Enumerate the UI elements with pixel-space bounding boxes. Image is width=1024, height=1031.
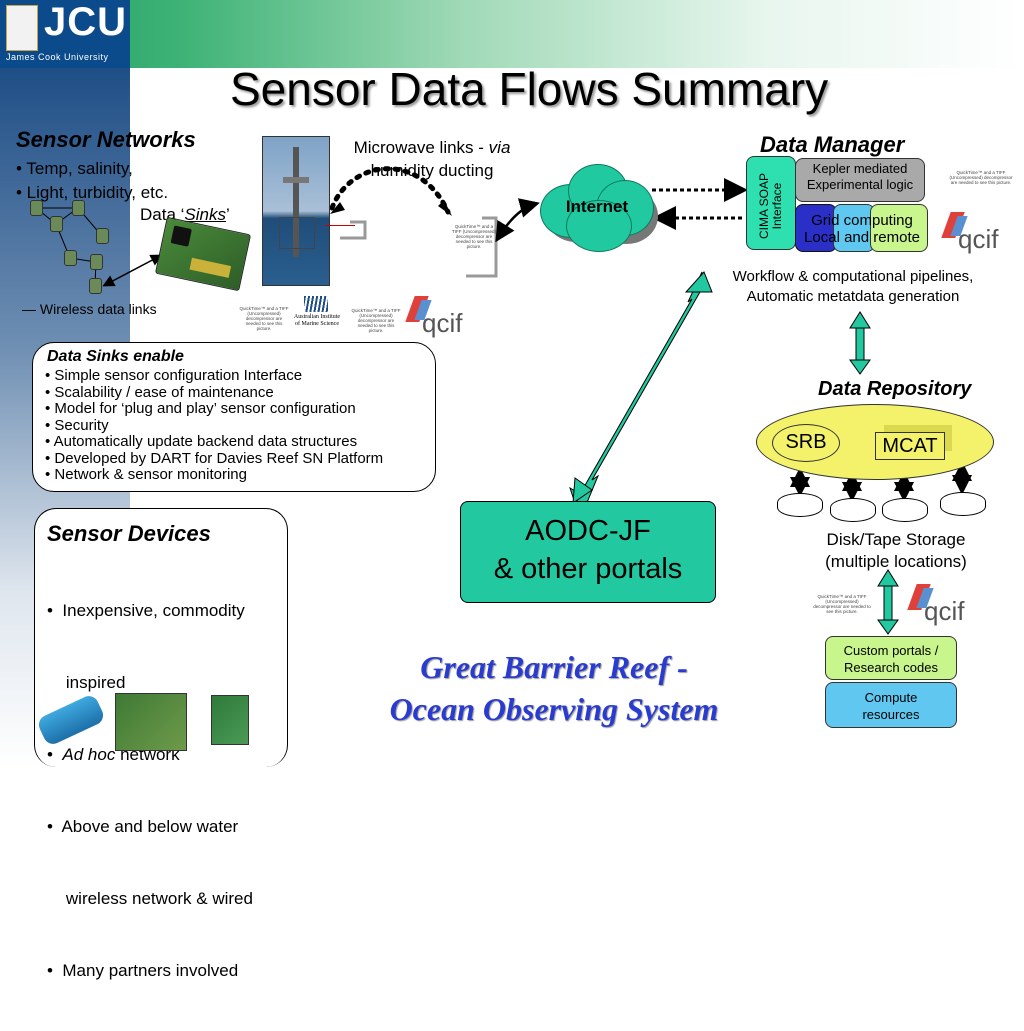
- list-item: inspired: [47, 673, 126, 692]
- sensor-mote-image: [115, 693, 187, 751]
- data-sinks-bullets: • Simple sensor configuration Interface …: [45, 367, 384, 484]
- sensor-node-icon: [96, 228, 109, 244]
- gbr-oos-title: Great Barrier Reef -Ocean Observing Syst…: [389, 649, 719, 727]
- internet-link: [495, 198, 540, 243]
- qcif-logo: qcif: [907, 582, 970, 632]
- sensor-networks-title: Sensor Networks: [16, 127, 196, 152]
- quicktime-placeholder: QuickTime™ and a TIFF (Uncompressed) dec…: [949, 170, 1013, 185]
- qcif-logo: qcif: [405, 294, 468, 344]
- small-board-image: [211, 695, 249, 745]
- internet-cloud: Internet: [536, 160, 660, 258]
- sensor-node-icon: [89, 278, 102, 294]
- crest-icon: [6, 5, 38, 51]
- disk-icon: [940, 492, 986, 516]
- list-item: • Developed by DART for Davies Reef SN P…: [45, 449, 384, 467]
- logo-subtext: James Cook University: [6, 52, 109, 62]
- mcat-node: MCAT: [875, 432, 945, 460]
- jcu-logo: JCU James Cook University: [0, 0, 130, 68]
- storage-portals-arrow: [877, 569, 899, 635]
- quicktime-placeholder: QuickTime™ and a TIFF (Uncompressed) dec…: [813, 594, 871, 614]
- kepler-box: Kepler mediated Experimental logic: [795, 158, 925, 202]
- header-gradient-band: [0, 0, 1024, 68]
- disk-arrows: [790, 461, 972, 502]
- internet-label: Internet: [565, 197, 629, 216]
- quicktime-placeholder: QuickTime™ and a TIFF (Uncompressed) dec…: [351, 308, 401, 333]
- sensor-devices-bullets: • Inexpensive, commodity inspired • Ad h…: [47, 551, 253, 1031]
- tower-pointer: [325, 225, 355, 226]
- bullet-light-turbidity: • Light, turbidity, etc.: [16, 183, 169, 202]
- data-manager-title: Data Manager: [760, 132, 905, 157]
- workflow-label: Workflow & computational pipelines, Auto…: [732, 268, 974, 305]
- grid-box-dark: [795, 204, 837, 252]
- quicktime-placeholder: QuickTime™ and a TIFF (Uncompressed) dec…: [452, 224, 497, 249]
- list-item: • Automatically update backend data stru…: [45, 433, 358, 450]
- storage-label: Disk/Tape Storage (multiple locations): [825, 530, 967, 571]
- aodc-portal-box: AODC-JF& other portals: [460, 501, 716, 603]
- list-item: • Inexpensive, commodity: [47, 601, 245, 620]
- sensor-node-icon: [72, 200, 85, 216]
- list-item: wireless network & wired: [47, 889, 253, 908]
- sensor-devices-title: Sensor Devices: [47, 521, 211, 546]
- list-item: • Model for ‘plug and play’ sensor confi…: [45, 400, 356, 417]
- list-item: • Many partners involved: [47, 961, 239, 980]
- logo-text: JCU: [44, 0, 128, 44]
- sensor-node-icon: [50, 216, 63, 232]
- qcif-logo: qcif: [941, 210, 1004, 260]
- disk-icon: [777, 493, 823, 517]
- list-item: • Network & sensor monitoring: [45, 466, 247, 483]
- grid-computing-label: Grid computing Local and remote: [804, 212, 920, 246]
- sensor-network-links: [35, 207, 103, 286]
- disk-icon: [882, 498, 928, 522]
- sensor-devices-box: Sensor Devices • Inexpensive, commodity …: [34, 508, 288, 980]
- bracket-right: [466, 216, 498, 278]
- quicktime-placeholder: QuickTime™ and a TIFF (Uncompressed) dec…: [239, 306, 289, 331]
- grid-box-light: [833, 204, 875, 252]
- grid-box-green: [870, 204, 928, 252]
- sensor-networks-bullets: • Temp, salinity, • Light, turbidity, et…: [16, 157, 168, 205]
- disk-icon: [830, 498, 876, 522]
- data-sinks-box: Data Sinks enable • Simple sensor config…: [32, 342, 436, 492]
- list-item: • Scalability / ease of maintenance: [45, 383, 274, 401]
- list-item: • Security: [45, 416, 109, 434]
- bracket-left: [340, 220, 367, 240]
- aodc-internet-arrow: [569, 271, 713, 506]
- slide-title: Sensor Data Flows Summary: [230, 63, 829, 115]
- sensor-node-icon: [64, 250, 77, 266]
- data-repository-title: Data Repository: [818, 378, 972, 400]
- workflow-repo-arrow: [849, 311, 871, 375]
- list-item: • Simple sensor configuration Interface: [45, 367, 303, 384]
- custom-portals-box: Custom portals /Research codes: [825, 636, 957, 680]
- list-item: • Above and below water: [47, 817, 239, 836]
- microwave-arc: [329, 166, 451, 215]
- microwave-label: Microwave links - via humidity ducting: [353, 138, 511, 180]
- cima-soap-label: CIMA SOAP Interface: [757, 172, 784, 240]
- srb-node: SRB: [772, 424, 840, 462]
- data-sinks-title: Data Sinks enable: [47, 348, 184, 365]
- cima-soap-box: CIMA SOAP Interface: [746, 156, 796, 250]
- sensor-node-icon: [30, 200, 43, 216]
- sink-link-arrow: [102, 254, 163, 287]
- bullet-temp-salinity: • Temp, salinity,: [16, 159, 133, 178]
- wireless-links-legend: — Wireless data links: [22, 301, 157, 317]
- sensor-node-icon: [90, 254, 103, 270]
- tower-photo: [262, 136, 330, 286]
